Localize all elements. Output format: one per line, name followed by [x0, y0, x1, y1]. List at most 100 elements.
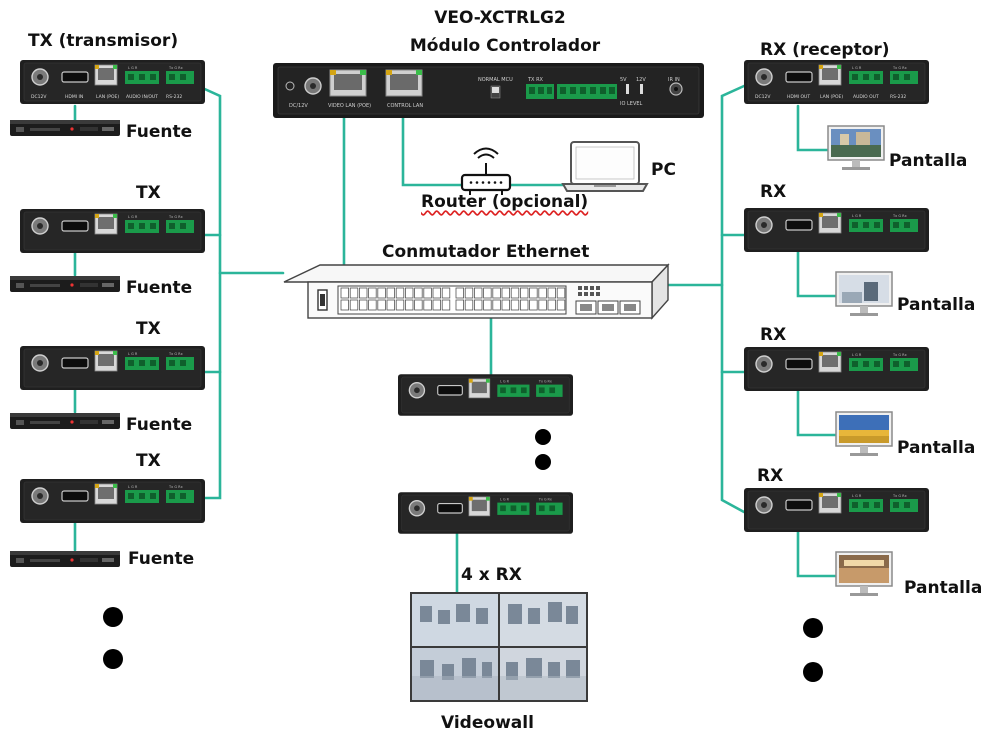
tx-device-4: [20, 478, 205, 524]
display-icon-4: [835, 551, 893, 597]
more-dot: [103, 607, 123, 627]
rx-device-3: [744, 346, 929, 392]
tx-port-lan: LAN (POE): [96, 94, 119, 100]
pc-label: PC: [651, 160, 676, 180]
ctrl-port-normal-mcu: NORMAL MCU: [478, 77, 513, 83]
display-icon-1: [827, 125, 885, 171]
videowall-rx-device-2: [398, 491, 573, 535]
switch-port: [464, 287, 474, 299]
ctrl-port-io-level: IO LEVEL: [620, 101, 643, 107]
tx-label-3: TX: [136, 319, 161, 339]
switch-port: [538, 299, 547, 311]
switch-port: [501, 287, 510, 299]
switch-port: [414, 287, 423, 299]
ctrl-port-5v: 5V: [620, 77, 627, 83]
rx-label-4: RX: [757, 466, 784, 486]
switch-port: [473, 299, 483, 311]
switch-port: [404, 299, 414, 311]
more-dot: [803, 618, 823, 638]
videowall: [410, 592, 588, 702]
switch-port: [473, 287, 483, 299]
ctrl-port-12v: 12V: [636, 77, 646, 83]
source-player-2: [10, 276, 120, 292]
rx-port-lan: LAN (POE): [820, 94, 843, 100]
rx-label-3: RX: [760, 325, 787, 345]
ethernet-switch: [283, 263, 670, 320]
source-player-4: [10, 551, 120, 567]
switch-port: [520, 287, 529, 299]
switch-port: [483, 287, 492, 299]
switch-port: [368, 299, 377, 311]
controller-device: DC/12V VIDEO LAN (POE) CONTROL LAN NORMA…: [273, 63, 704, 118]
switch-port: [377, 287, 386, 299]
switch-port: [501, 299, 510, 311]
source-player-1: [10, 120, 120, 136]
source-label-1: Fuente: [126, 122, 193, 142]
router-icon: [460, 147, 512, 195]
source-label-4: Fuente: [128, 549, 195, 569]
ctrl-port-ir-in: IR IN: [668, 77, 680, 83]
laptop-icon: [561, 141, 649, 192]
switch-port: [492, 299, 501, 311]
rx-device-2: [744, 207, 929, 253]
tx-port-dc: DC12V: [31, 94, 47, 100]
switch-port: [492, 287, 501, 299]
ctrl-port-power: DC/12V: [289, 103, 308, 109]
controller-name-label: Módulo Controlador: [409, 36, 601, 56]
switch-port: [529, 287, 538, 299]
controller-model-label: VEO-XCTRLG2: [434, 8, 566, 28]
switch-port: [423, 299, 432, 311]
switch-port: [520, 299, 529, 311]
switch-port: [441, 287, 451, 299]
rx-port-rs232: RS-232: [890, 94, 906, 100]
switch-port: [386, 287, 395, 299]
source-player-3: [10, 413, 120, 429]
rx-port-dc: DC12V: [755, 94, 771, 100]
source-label-2: Fuente: [126, 278, 193, 298]
tx-transmitter-label: TX (transmisor): [28, 31, 179, 51]
display-label-3: Pantalla: [897, 438, 976, 458]
display-label-1: Pantalla: [889, 151, 968, 171]
switch-port: [432, 299, 441, 311]
switch-label: Conmutador Ethernet: [382, 242, 590, 262]
videowall-label: Videowall: [441, 713, 534, 733]
tx-port-rs232: RS-232: [166, 94, 182, 100]
display-label-2: Pantalla: [897, 295, 976, 315]
switch-port: [423, 287, 432, 299]
rx-port-hdmi: HDMI OUT: [787, 94, 810, 100]
rx-device-4: [744, 487, 929, 533]
switch-port: [368, 287, 377, 299]
switch-port: [340, 299, 349, 311]
source-label-3: Fuente: [126, 415, 193, 435]
switch-port: [386, 299, 395, 311]
tx-device-2: [20, 208, 205, 254]
rx-port-audio: AUDIO OUT: [853, 94, 879, 100]
rx-receiver-label: RX (receptor): [760, 40, 890, 60]
switch-port: [538, 287, 547, 299]
tx-port-audio: AUDIO IN/OUT: [126, 94, 158, 100]
switch-port: [556, 287, 566, 299]
switch-port: [547, 299, 556, 311]
switch-port: [464, 299, 474, 311]
more-dot: [803, 662, 823, 682]
switch-port: [455, 299, 464, 311]
switch-port: [510, 287, 520, 299]
switch-port: [455, 287, 464, 299]
more-dot: [535, 454, 551, 470]
switch-port: [349, 287, 359, 299]
display-icon-2: [835, 271, 893, 317]
switch-port: [404, 287, 414, 299]
four-rx-label: 4 x RX: [461, 565, 522, 585]
more-dot: [535, 429, 551, 445]
videowall-rx-device-1: [398, 373, 573, 417]
display-label-4: Pantalla: [904, 578, 983, 598]
ctrl-port-control-lan: CONTROL LAN: [387, 103, 423, 109]
switch-port: [395, 299, 405, 311]
ctrl-port-tx-rx: TX RX: [527, 77, 544, 83]
router-label: Router (opcional): [421, 192, 589, 212]
switch-port: [349, 299, 359, 311]
switch-port: [395, 287, 405, 299]
display-icon-3: [835, 411, 893, 457]
